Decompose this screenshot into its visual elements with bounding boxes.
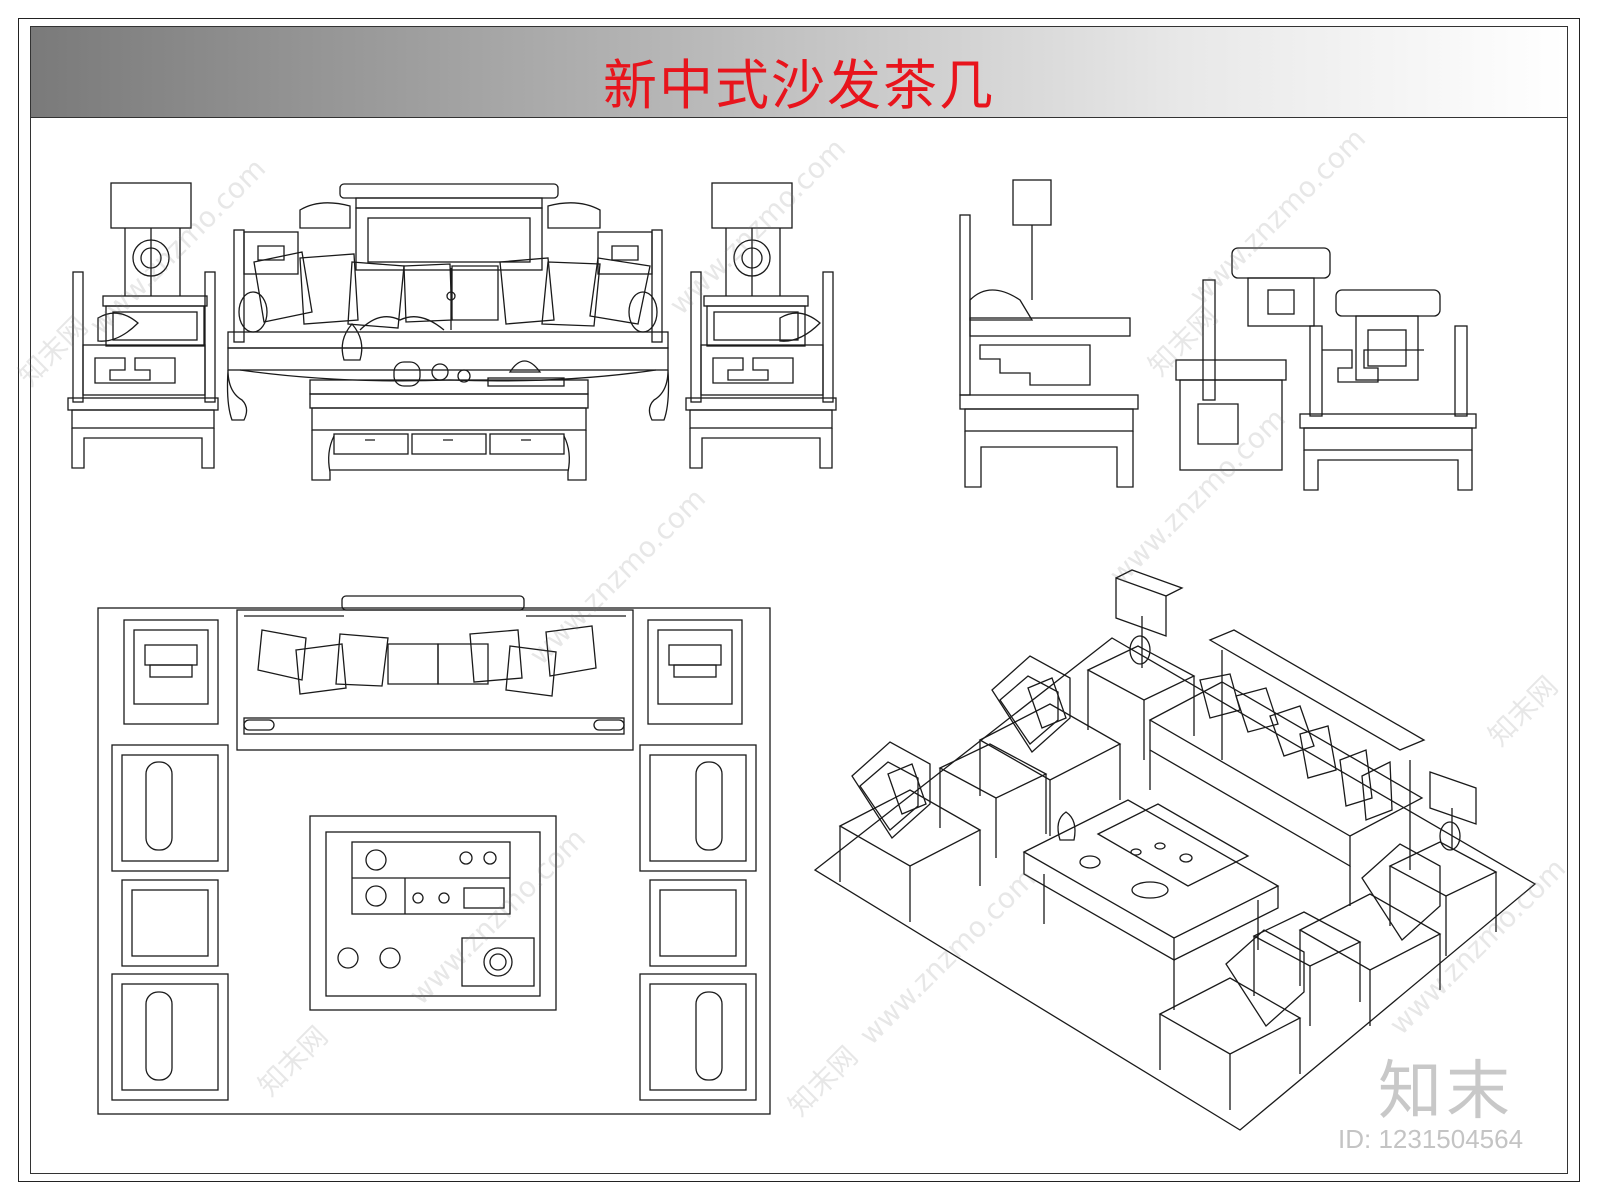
coffee-table-front <box>309 316 589 481</box>
side-table-plan-right <box>647 619 743 725</box>
sofa-axo <box>1148 629 1426 906</box>
stool-plan-left <box>121 879 219 967</box>
drawing-border-inner <box>30 26 1568 1174</box>
sheet-title: 新中式沙发茶几 <box>603 54 995 117</box>
right-armchair-axo-back <box>1298 843 1442 1026</box>
left-table-lamp <box>102 182 208 307</box>
plan-view <box>97 595 771 1115</box>
coffee-table-axo <box>1022 799 1280 1010</box>
left-armchair-front <box>67 271 219 469</box>
left-stool-axo <box>938 743 1048 858</box>
right-table-lamp <box>703 182 809 307</box>
image-id-label: ID: 1231504564 <box>1338 1124 1524 1154</box>
left-side-table <box>105 305 205 347</box>
drawing-border-outer <box>18 18 1580 1182</box>
armchair-plan-left-bottom <box>111 973 229 1101</box>
left-armchair-axo-front <box>838 741 982 922</box>
right-armchair-axo-front <box>1158 929 1305 1110</box>
armchair-plan-right-bottom <box>639 973 757 1101</box>
back-side-table-axo <box>1086 645 1196 760</box>
armchair-plan-left-top <box>111 744 229 872</box>
rug-axonometric <box>813 637 1537 1131</box>
front-elevation <box>67 182 837 481</box>
right-side-table <box>706 305 806 347</box>
right-side-table-axo <box>1388 841 1498 956</box>
sofa-plan <box>236 595 634 751</box>
right-lamp-axo <box>1429 771 1477 851</box>
right-stool-axo <box>1252 911 1362 1026</box>
stool-plan-right <box>649 879 747 967</box>
right-armchair-front <box>685 271 837 469</box>
rug-outline <box>97 607 771 1115</box>
side-elevation <box>959 179 1477 491</box>
armchair-plan-right-top <box>639 744 757 872</box>
back-lamp-axo <box>1115 569 1184 668</box>
title-bar: 新中式沙发茶几 <box>31 27 1567 118</box>
sofa-front <box>226 183 670 421</box>
side-table-plan-left <box>123 619 219 725</box>
axonometric-view <box>813 569 1537 1131</box>
brand-logo: 知末 <box>1378 1055 1514 1129</box>
left-armchair-axo-back <box>978 655 1122 836</box>
coffee-table-plan <box>309 815 557 1011</box>
